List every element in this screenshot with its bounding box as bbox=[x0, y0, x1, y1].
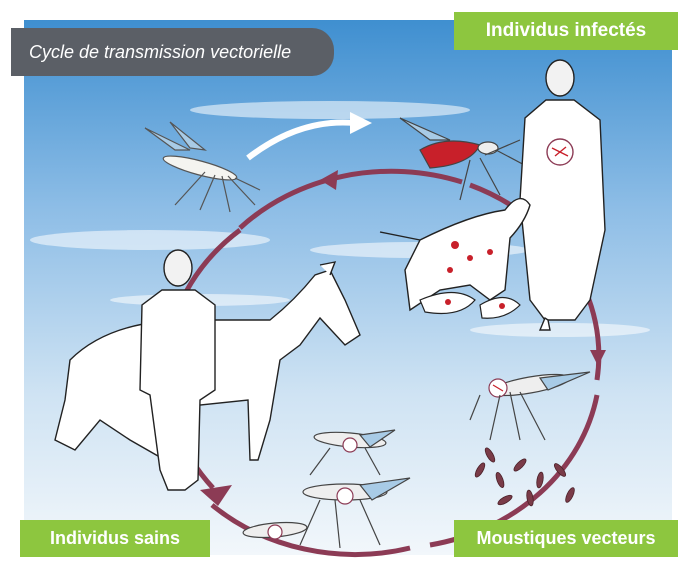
vector-mosquito bbox=[469, 371, 591, 441]
label-infected-individuals: Individus infectés bbox=[454, 12, 678, 50]
cycle-arrowheads bbox=[200, 170, 606, 506]
infected-birds bbox=[419, 291, 521, 319]
mosquito-flying bbox=[144, 121, 261, 213]
white-arrow bbox=[246, 112, 372, 161]
bottom-mosquitoes bbox=[242, 429, 411, 549]
mosquito-larvae bbox=[474, 447, 575, 507]
label-vector-mosquitoes: Moustiques vecteurs bbox=[454, 520, 678, 557]
infected-dog bbox=[379, 197, 531, 312]
healthy-man bbox=[139, 249, 216, 491]
title-banner: Cycle de transmission vectorielle bbox=[11, 28, 334, 76]
label-healthy-individuals: Individus sains bbox=[20, 520, 210, 557]
infected-man bbox=[519, 59, 606, 331]
diagram-title: Cycle de transmission vectorielle bbox=[29, 41, 292, 62]
